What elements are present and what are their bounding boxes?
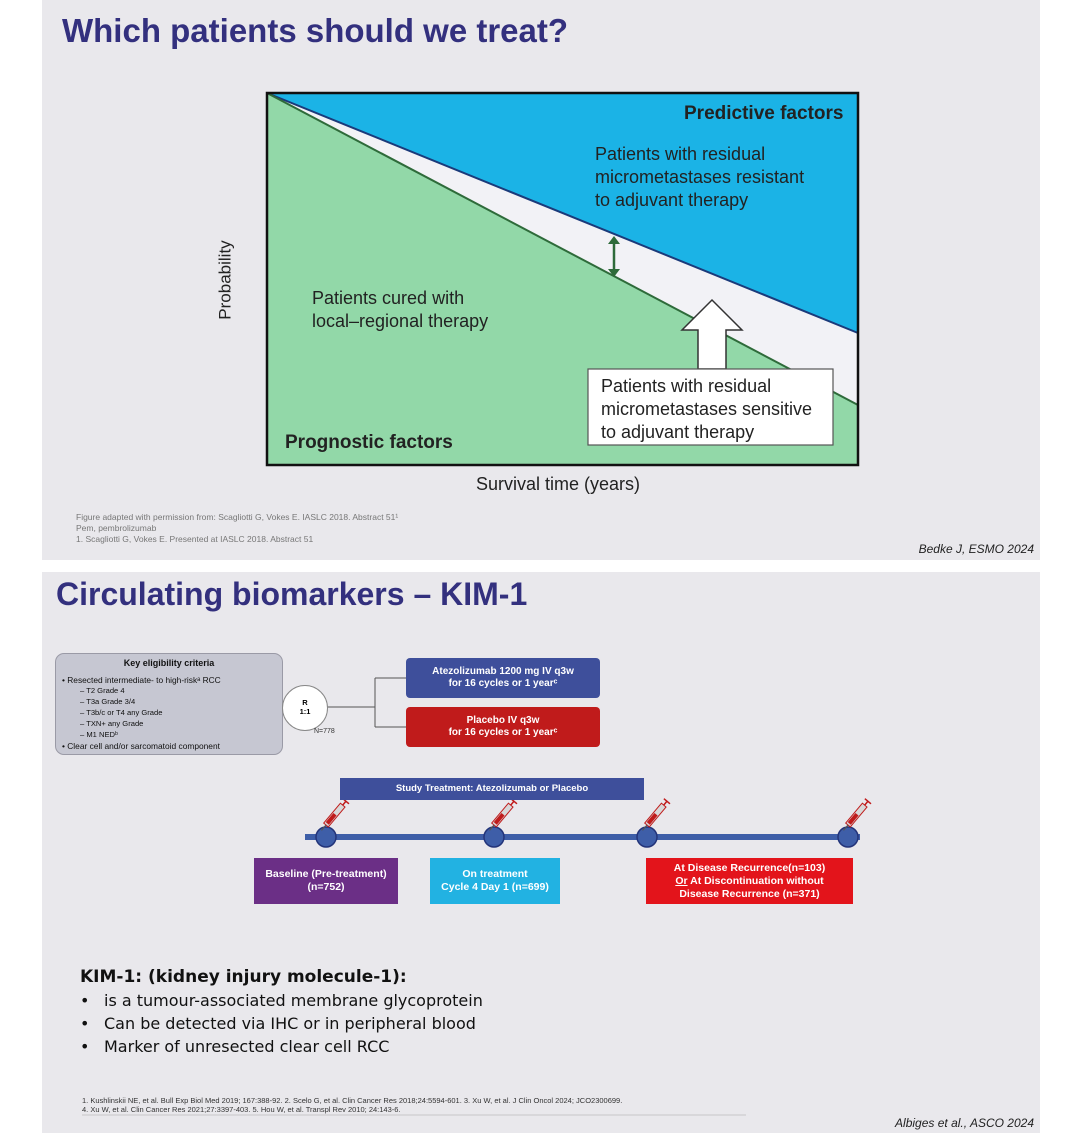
bullet-symbol: • [80, 991, 90, 1010]
y-axis-label: Probability [215, 240, 235, 320]
reference-line: 4. Xu W, et al. Clin Cancer Res 2021;27:… [82, 1105, 401, 1114]
placebo-arm-box: Placebo IV q3w for 16 cycles or 1 yearᶜ [406, 707, 600, 747]
slide-credit: Albiges et al., ASCO 2024 [895, 1116, 1034, 1130]
on-treatment-timepoint-box: On treatment Cycle 4 Day 1 (n=699) [430, 858, 560, 904]
eligibility-sub: – M1 NEDᵇ [80, 730, 118, 739]
kim1-bullet: • Can be detected via IHC or in periphera… [80, 1014, 476, 1033]
sensitive-line-1: Patients with residual [601, 376, 772, 396]
study-treatment-bar: Study Treatment: Atezolizumab or Placebo [340, 778, 644, 800]
slide-title: Circulating biomarkers – KIM-1 [56, 576, 528, 612]
slide-treat-patients: Which patients should we treat? Predicti… [42, 0, 1040, 560]
eligibility-criteria-box: Key eligibility criteria • Resected inte… [55, 653, 283, 755]
cured-text: Patients cured with local–regional thera… [312, 287, 488, 333]
timepoint-line-3: Disease Recurrence (n=371) [679, 887, 820, 900]
eligibility-sub: – T3b/c or T4 any Grade [80, 708, 163, 717]
x-axis-label: Survival time (years) [476, 474, 641, 494]
sensitive-box [587, 368, 834, 446]
kim1-bullet: • is a tumour-associated membrane glycopr… [80, 991, 483, 1010]
resistant-text: Patients with residual micrometastases r… [595, 143, 804, 212]
randomization-r: R [302, 698, 308, 707]
bullet-symbol: • [80, 1014, 90, 1033]
kim1-bullet: • Marker of unresected clear cell RCC [80, 1037, 389, 1056]
arm-line-2: for 16 cycles or 1 yearᶜ [448, 678, 558, 689]
recurrence-timepoint-box: At Disease Recurrence(n=103) Or At Disco… [646, 858, 853, 904]
reference-line: 1. Kushlinskii NE, et al. Bull Exp Biol … [82, 1096, 623, 1105]
randomization-n: N=778 [314, 728, 335, 735]
resistant-line-3: to adjuvant therapy [595, 190, 749, 210]
probability-survival-diagram [265, 91, 860, 467]
eligibility-line: • Clear cell and/or sarcomatoid componen… [62, 741, 220, 751]
eligibility-sub: – T2 Grade 4 [80, 686, 125, 695]
up-arrow-icon [680, 298, 744, 370]
difference-arrow-icon [608, 236, 620, 277]
footnotes: Figure adapted with permission from: Sca… [76, 512, 398, 545]
references: 1. Kushlinskii NE, et al. Bull Exp Biol … [82, 1096, 622, 1114]
predictive-factors-label: Predictive factors [684, 103, 844, 124]
footnote-2: Pem, pembrolizumab [76, 523, 157, 533]
sensitive-line-2: micrometastases sensitive [601, 399, 813, 419]
bullet-text: is a tumour-associated membrane glycopro… [104, 991, 483, 1010]
baseline-timepoint-box: Baseline (Pre-treatment) (n=752) [254, 858, 398, 904]
eligibility-sub: – TXN+ any Grade [80, 719, 144, 728]
timepoint-or: Or [675, 874, 688, 887]
kim1-heading: KIM-1: (kidney injury molecule-1): [80, 967, 407, 987]
syringe-icon [843, 798, 872, 831]
arm-line-1: Placebo IV q3w [466, 715, 540, 726]
bullet-text: Can be detected via IHC or in peripheral… [104, 1014, 476, 1033]
prognostic-factors-label: Prognostic factors [285, 432, 453, 453]
syringe-icon [642, 798, 671, 831]
resistant-curve [266, 92, 859, 334]
diagram-frame [265, 91, 860, 467]
sensitive-curve [266, 92, 859, 406]
eligibility-line: • Resected intermediate- to high-riskᵃ R… [62, 675, 221, 685]
timeline-node [315, 826, 337, 848]
arm-line-1: Atezolizumab 1200 mg IV q3w [432, 666, 574, 677]
cured-line-2: local–regional therapy [312, 311, 489, 331]
syringe-icon [321, 798, 350, 831]
randomization-ratio: 1:1 [299, 707, 311, 716]
syringe-icon [489, 798, 518, 831]
slide-kim1: Circulating biomarkers – KIM-1 [42, 572, 1040, 1133]
randomization-circle: R 1:1 [282, 685, 328, 731]
eligibility-sub: – T3a Grade 3/4 [80, 697, 136, 706]
timepoint-line-2: (n=752) [307, 881, 345, 893]
timepoint-line-1: Baseline (Pre-treatment) [265, 868, 387, 880]
timepoint-line-1: At Disease Recurrence(n=103) [673, 861, 826, 874]
eligibility-title: Key eligibility criteria [123, 658, 215, 668]
sensitive-text: Patients with residual micrometastases s… [601, 375, 812, 444]
bullet-symbol: • [80, 1037, 90, 1056]
bullet-text: Marker of unresected clear cell RCC [104, 1037, 390, 1056]
resistant-line-1: Patients with residual [595, 144, 766, 164]
sensitive-line-3: to adjuvant therapy [601, 422, 755, 442]
resistant-line-2: micrometastases resistant [595, 167, 805, 187]
timeline-node [636, 826, 658, 848]
timepoint-line-2-rest: At Discontinuation without [687, 874, 824, 887]
footnote-3: 1. Scagliotti G, Vokes E. Presented at I… [76, 534, 314, 544]
slide-credit: Bedke J, ESMO 2024 [918, 542, 1034, 556]
timeline-bar [305, 834, 860, 840]
timepoint-line-1: On treatment [462, 868, 528, 880]
slide-title: Which patients should we treat? [62, 12, 569, 49]
timepoint-line-2: Or At Discontinuation without [646, 875, 853, 888]
cured-line-1: Patients cured with [312, 288, 465, 308]
timeline-node [837, 826, 859, 848]
timeline-node [483, 826, 505, 848]
arm-line-2: for 16 cycles or 1 yearᶜ [448, 727, 558, 738]
timepoint-line-2: Cycle 4 Day 1 (n=699) [441, 881, 549, 893]
footnote-1: Figure adapted with permission from: Sca… [76, 512, 399, 522]
atezolizumab-arm-box: Atezolizumab 1200 mg IV q3w for 16 cycle… [406, 658, 600, 698]
